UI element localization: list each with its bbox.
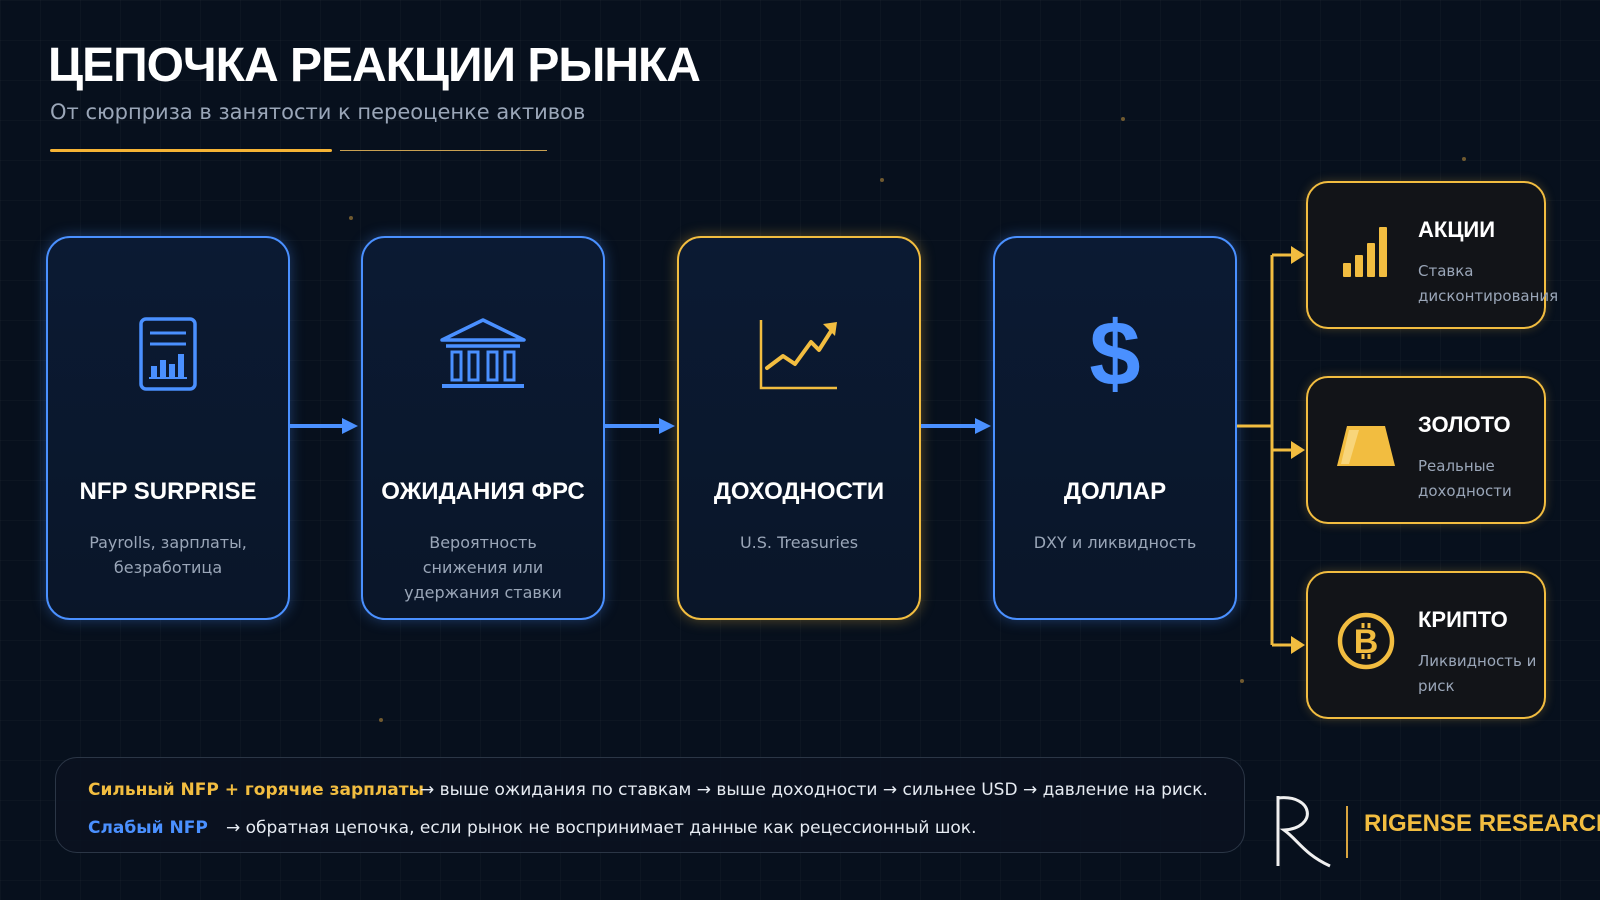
chain-step-fed: ОЖИДАНИЯ ФРС Вероятность снижения или уд…	[361, 236, 605, 620]
decor-dot	[349, 216, 353, 220]
outcome-title: АКЦИИ	[1418, 217, 1496, 242]
chain-step-dollar: $ ДОЛЛАР DXY и ликвидность	[993, 236, 1237, 620]
scenario-weak: Слабый NFP → обратная цепочка, если рынок…	[88, 818, 976, 838]
page-subtitle: От сюрприза в занятости к переоценке акт…	[50, 100, 586, 124]
page-title: ЦЕПОЧКА РЕАКЦИИ РЫНКА	[48, 39, 701, 92]
scenario-notes-panel: Сильный NFP + горячие зарплаты→ выше ожи…	[55, 757, 1245, 853]
report-chart-icon	[48, 314, 288, 394]
brand-logo-icon	[1268, 794, 1336, 872]
bar-chart-icon	[1334, 219, 1398, 283]
chain-step-desc: U.S. Treasuries	[739, 533, 859, 552]
title-underline-thin	[340, 150, 547, 151]
brand-separator	[1346, 806, 1348, 858]
chain-step-title: ДОХОДНОСТИ	[713, 478, 885, 505]
bitcoin-icon: B	[1334, 609, 1398, 673]
rising-line-chart-icon	[679, 314, 919, 394]
chain-step-title: NFP SURPRISE	[79, 478, 257, 505]
scenario-text: → обратная цепочка, если рынок не воспри…	[226, 818, 977, 838]
scenario-label: Сильный NFP + горячие зарплаты	[88, 780, 425, 800]
outcome-title: КРИПТО	[1418, 607, 1508, 632]
decor-dot	[379, 718, 383, 722]
flow-arrow	[921, 418, 991, 434]
outcome-desc: Ставка дисконтирования	[1418, 262, 1559, 305]
dollar-sign-icon: $	[1089, 303, 1141, 405]
title-underline-accent	[50, 149, 332, 152]
flow-arrow	[290, 418, 358, 434]
gold-bar-icon	[1334, 414, 1398, 478]
decor-dot	[1240, 679, 1244, 683]
decor-dot	[880, 178, 884, 182]
chain-step-desc: Вероятность снижения или удержания ставк…	[404, 533, 562, 602]
outcome-crypto: B КРИПТО Ликвидность и риск	[1306, 571, 1546, 719]
svg-text:B: B	[1354, 623, 1379, 661]
chain-step-yields: ДОХОДНОСТИ U.S. Treasuries	[677, 236, 921, 620]
chain-step-desc: Payrolls, зарплаты, безработица	[89, 533, 247, 577]
outcome-desc: Реальные доходности	[1418, 457, 1512, 500]
flow-arrow	[605, 418, 675, 434]
outcome-gold: ЗОЛОТО Реальные доходности	[1306, 376, 1546, 524]
scenario-strong: Сильный NFP + горячие зарплаты→ выше ожи…	[88, 780, 1208, 800]
chain-step-title: ДОЛЛАР	[1063, 478, 1167, 505]
outcome-title: ЗОЛОТО	[1418, 412, 1511, 437]
chain-step-desc: DXY и ликвидность	[1033, 533, 1197, 552]
scenario-label: Слабый NFP	[88, 818, 208, 838]
chain-step-title: ОЖИДАНИЯ ФРС	[381, 478, 585, 505]
bank-building-icon	[363, 314, 603, 394]
brand-name: RIGENSE RESEARCH	[1364, 810, 1600, 837]
scenario-text: → выше ожидания по ставкам → выше доходн…	[420, 780, 1208, 800]
outcome-stocks: АКЦИИ Ставка дисконтирования	[1306, 181, 1558, 329]
chain-step-nfp: NFP SURPRISE Payrolls, зарплаты, безрабо…	[46, 236, 290, 620]
decor-dot	[1121, 117, 1125, 121]
branch-connector	[1237, 246, 1305, 654]
decor-dot	[1462, 157, 1466, 161]
outcome-desc: Ликвидность и риск	[1418, 652, 1537, 695]
